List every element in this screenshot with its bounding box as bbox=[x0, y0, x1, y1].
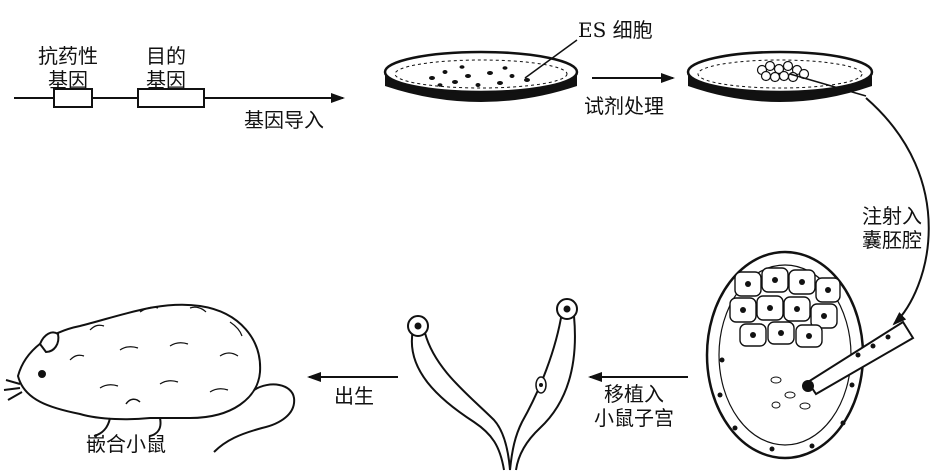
chimeric-mouse-label: 嵌合小鼠 bbox=[86, 432, 166, 456]
injected-cells bbox=[770, 376, 811, 410]
gene-construct bbox=[14, 88, 345, 108]
resistance-gene-label-line2: 基因 bbox=[48, 68, 88, 92]
uterus bbox=[407, 298, 578, 471]
nuclei bbox=[717, 277, 855, 452]
gene-import-label: 基因导入 bbox=[244, 108, 324, 132]
dish1-rim bbox=[383, 50, 579, 94]
inject-label: 注射入 囊胚腔 bbox=[862, 204, 922, 252]
transplant-label-line2: 小鼠子宫 bbox=[594, 406, 674, 430]
transplant-label-line1: 移植入 bbox=[604, 382, 664, 406]
dish1-medium bbox=[394, 59, 568, 89]
resistance-gene-box bbox=[53, 88, 93, 108]
injection-pipette bbox=[802, 320, 915, 396]
es-cell-pointer bbox=[524, 39, 578, 79]
petri-dish-es-cells bbox=[383, 39, 579, 102]
target-gene-label-line2: 基因 bbox=[146, 68, 186, 92]
target-gene-box bbox=[137, 88, 205, 108]
petri-dish-colony bbox=[686, 50, 874, 102]
inject-label-line1: 注射入 bbox=[862, 204, 922, 228]
colony-pointer bbox=[789, 73, 867, 97]
injection-arrow bbox=[865, 97, 930, 326]
mouse-illustration bbox=[3, 303, 296, 453]
dish2-medium bbox=[697, 59, 863, 89]
birth-label: 出生 bbox=[334, 384, 374, 408]
reagent-label: 试剂处理 bbox=[584, 94, 664, 118]
resistance-gene-label-line1: 抗药性 bbox=[38, 44, 98, 68]
cell-colony bbox=[756, 60, 810, 83]
blastocyst bbox=[705, 250, 915, 460]
es-cells-label: ES 细胞 bbox=[578, 18, 653, 42]
inject-label-line2: 囊胚腔 bbox=[862, 228, 922, 252]
resistance-gene-label: 抗药性 基因 bbox=[38, 44, 98, 92]
es-cell-dots bbox=[429, 65, 530, 87]
target-gene-label: 目的 基因 bbox=[146, 44, 186, 92]
target-gene-label-line1: 目的 bbox=[146, 44, 186, 68]
transplant-label: 移植入 小鼠子宫 bbox=[594, 382, 674, 430]
